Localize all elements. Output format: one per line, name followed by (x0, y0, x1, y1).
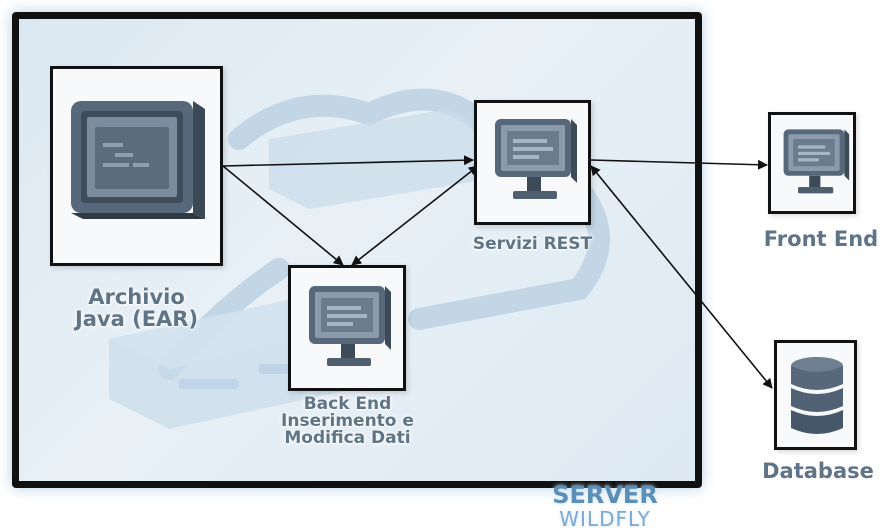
archivio-label: Archivio Java (EAR) (50, 286, 223, 330)
monitor-icon (309, 286, 391, 366)
archivio-label-line2: Java (EAR) (74, 307, 199, 332)
back-end-node (288, 265, 406, 391)
monitor-icon (71, 101, 205, 219)
archivio-label-line1: Archivio (88, 285, 185, 309)
back-end-label-line3: Modifica Dati (284, 428, 411, 448)
front-end-label: Front End (763, 227, 879, 251)
server-subtitle-text: WILDFLY (559, 507, 651, 531)
back-end-label-line1: Back End (303, 394, 392, 414)
archivio-node (50, 66, 223, 266)
database-node (774, 340, 857, 450)
database-label: Database (762, 459, 874, 483)
edge-archivio-to-servizi (222, 155, 474, 167)
servizi-rest-node (474, 100, 591, 225)
edge-archivio-to-backend (222, 165, 344, 266)
back-end-label-line2: Inserimento e (281, 411, 414, 431)
edge-servizi-backend (351, 165, 479, 266)
back-end-label: Back End Inserimento e Modifica Dati (250, 396, 445, 447)
servizi-rest-label: Servizi REST (472, 234, 593, 254)
edge-servizi-to-frontend (590, 159, 768, 170)
edge-servizi-database (590, 165, 773, 389)
monitor-icon (783, 129, 850, 194)
server-title-text: SERVER (552, 481, 658, 509)
monitor-icon (495, 119, 577, 199)
database-icon (791, 357, 843, 434)
front-end-node (768, 112, 856, 214)
server-title: SERVER WILDFLY (530, 482, 680, 530)
